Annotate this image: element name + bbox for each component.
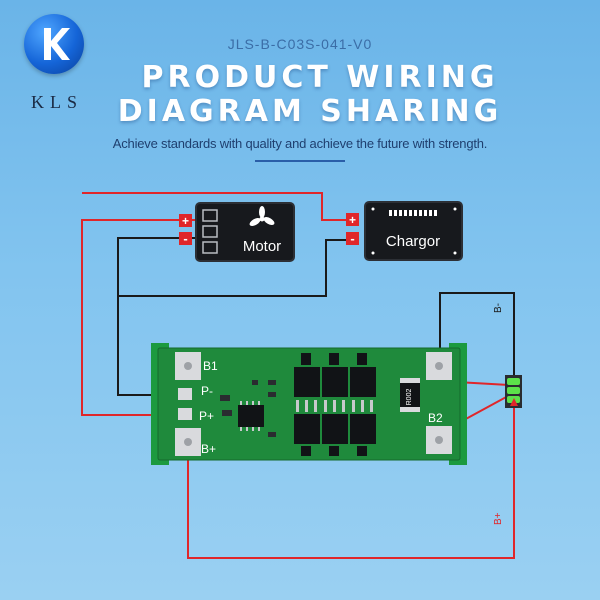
motor-label: Motor — [243, 238, 281, 255]
fan-icon — [249, 206, 275, 226]
mosfet-leads — [296, 400, 373, 412]
title-underline — [255, 160, 345, 162]
charger-led-strip — [389, 210, 437, 216]
battery-pack: B- B+ — [493, 303, 522, 525]
label-b2: B2 — [428, 411, 443, 425]
charger-label: Chargor — [386, 233, 440, 250]
motor-module: + - Motor — [179, 202, 295, 262]
label-b1: B1 — [203, 359, 218, 373]
pcb-board: B1 P- P+ B+ B- B2 — [151, 343, 467, 465]
charger-minus-label: - — [350, 231, 354, 246]
label-p-minus: P- — [201, 384, 213, 398]
motor-plus-terminal — [179, 214, 192, 227]
logo-text: KLS — [30, 92, 83, 112]
resistor-label: R002 — [406, 389, 413, 406]
smd-components — [220, 380, 276, 437]
label-b-plus: B+ — [201, 442, 216, 456]
motor-pin-2 — [202, 225, 218, 238]
charger-minus-terminal — [346, 232, 359, 245]
battery-cell-2 — [507, 387, 520, 394]
title-line-1: PRODUCT WIRING — [141, 60, 499, 95]
charger-module: + - Chargor — [346, 201, 463, 261]
wire-motor-plus-to-p-plus — [81, 219, 198, 416]
pad-p-minus — [178, 388, 192, 400]
battery-minus-label: B- — [493, 303, 504, 313]
arrow-icon — [510, 398, 518, 406]
k-logo-icon — [44, 28, 70, 60]
wire-charger-minus — [118, 239, 355, 297]
battery-plus-label: B+ — [493, 512, 504, 525]
motor-body — [195, 202, 295, 262]
mosfet-group — [294, 353, 376, 456]
shunt-resistor — [400, 378, 420, 412]
wire-charger-plus — [82, 192, 355, 221]
ic-chip — [238, 405, 264, 427]
wire-b-minus-to-battery — [439, 292, 515, 375]
charger-plus-terminal — [346, 213, 359, 226]
subtitle: Achieve standards with quality and achie… — [112, 136, 488, 151]
model-code: JLS-B-C03S-041-V0 — [227, 36, 373, 52]
pcb-body — [157, 347, 461, 461]
title-line-2: DIAGRAM SHARING — [117, 94, 503, 129]
motor-pin-1 — [202, 209, 218, 222]
charger-body — [364, 201, 463, 261]
motor-minus-label: - — [183, 231, 187, 246]
label-p-plus: P+ — [199, 409, 214, 423]
motor-plus-label: + — [182, 214, 189, 228]
pad-p-plus — [178, 408, 192, 420]
charger-plus-label: + — [349, 213, 356, 227]
motor-pin-3 — [202, 241, 218, 254]
kls-logo — [24, 14, 84, 74]
battery-cell-1 — [507, 378, 520, 385]
wire-b-plus-to-battery — [187, 408, 515, 559]
motor-minus-terminal — [179, 232, 192, 245]
